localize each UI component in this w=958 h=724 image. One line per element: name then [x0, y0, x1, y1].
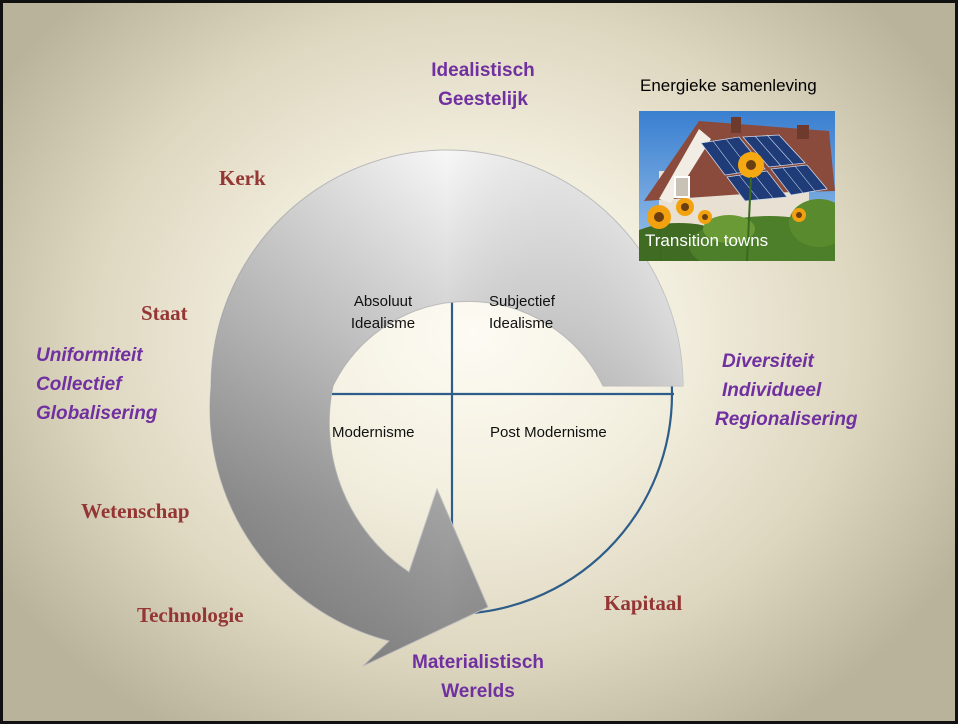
bottom-label-materialistisch: Materialistisch — [412, 652, 544, 673]
solar-house-photo: Transition towns — [639, 111, 835, 261]
quadrant-top-right-line2: Idealisme — [489, 315, 554, 332]
quadrant-top-left-line2: Idealisme — [350, 315, 416, 332]
bottom-label-werelds: Werelds — [441, 681, 515, 702]
quadrant-bottom-right: Post Modernisme — [490, 424, 607, 441]
institution-kerk: Kerk — [219, 166, 266, 190]
solar-house-image — [639, 111, 835, 261]
cycle-diagram — [209, 149, 684, 667]
institution-technologie: Technologie — [137, 603, 244, 627]
left-values: Uniformiteit Collectief Globalisering — [36, 341, 157, 428]
left-value-collectief: Collectief — [36, 374, 122, 395]
photo-caption: Transition towns — [645, 231, 769, 250]
institution-wetenschap: Wetenschap — [81, 499, 190, 523]
left-value-uniformiteit: Uniformiteit — [36, 345, 143, 366]
right-value-diversiteit: Diversiteit — [722, 351, 814, 372]
quadrant-top-left: Absoluut Idealisme — [333, 291, 433, 335]
institution-staat: Staat — [141, 301, 188, 325]
right-value-individueel: Individueel — [722, 380, 822, 401]
quadrant-top-left-line1: Absoluut — [353, 293, 413, 310]
top-label-geestelijk: Geestelijk — [438, 89, 528, 110]
quadrant-top-right: Subjectief Idealisme — [489, 291, 555, 335]
institution-kapitaal: Kapitaal — [604, 591, 683, 615]
right-values: Diversiteit Individueel Regionalisering — [715, 347, 858, 434]
top-label-group: Idealistisch Geestelijk — [403, 56, 563, 114]
quadrant-top-right-line1: Subjectief — [489, 293, 555, 310]
left-value-globalisering: Globalisering — [36, 403, 158, 424]
top-label-idealistisch: Idealistisch — [431, 60, 535, 81]
bottom-label-group: Materialistisch Werelds — [383, 648, 573, 706]
right-value-regionalisering: Regionalisering — [715, 409, 858, 430]
energy-title: Energieke samenleving — [640, 76, 817, 95]
quadrant-bottom-left: Modernisme — [332, 424, 415, 441]
